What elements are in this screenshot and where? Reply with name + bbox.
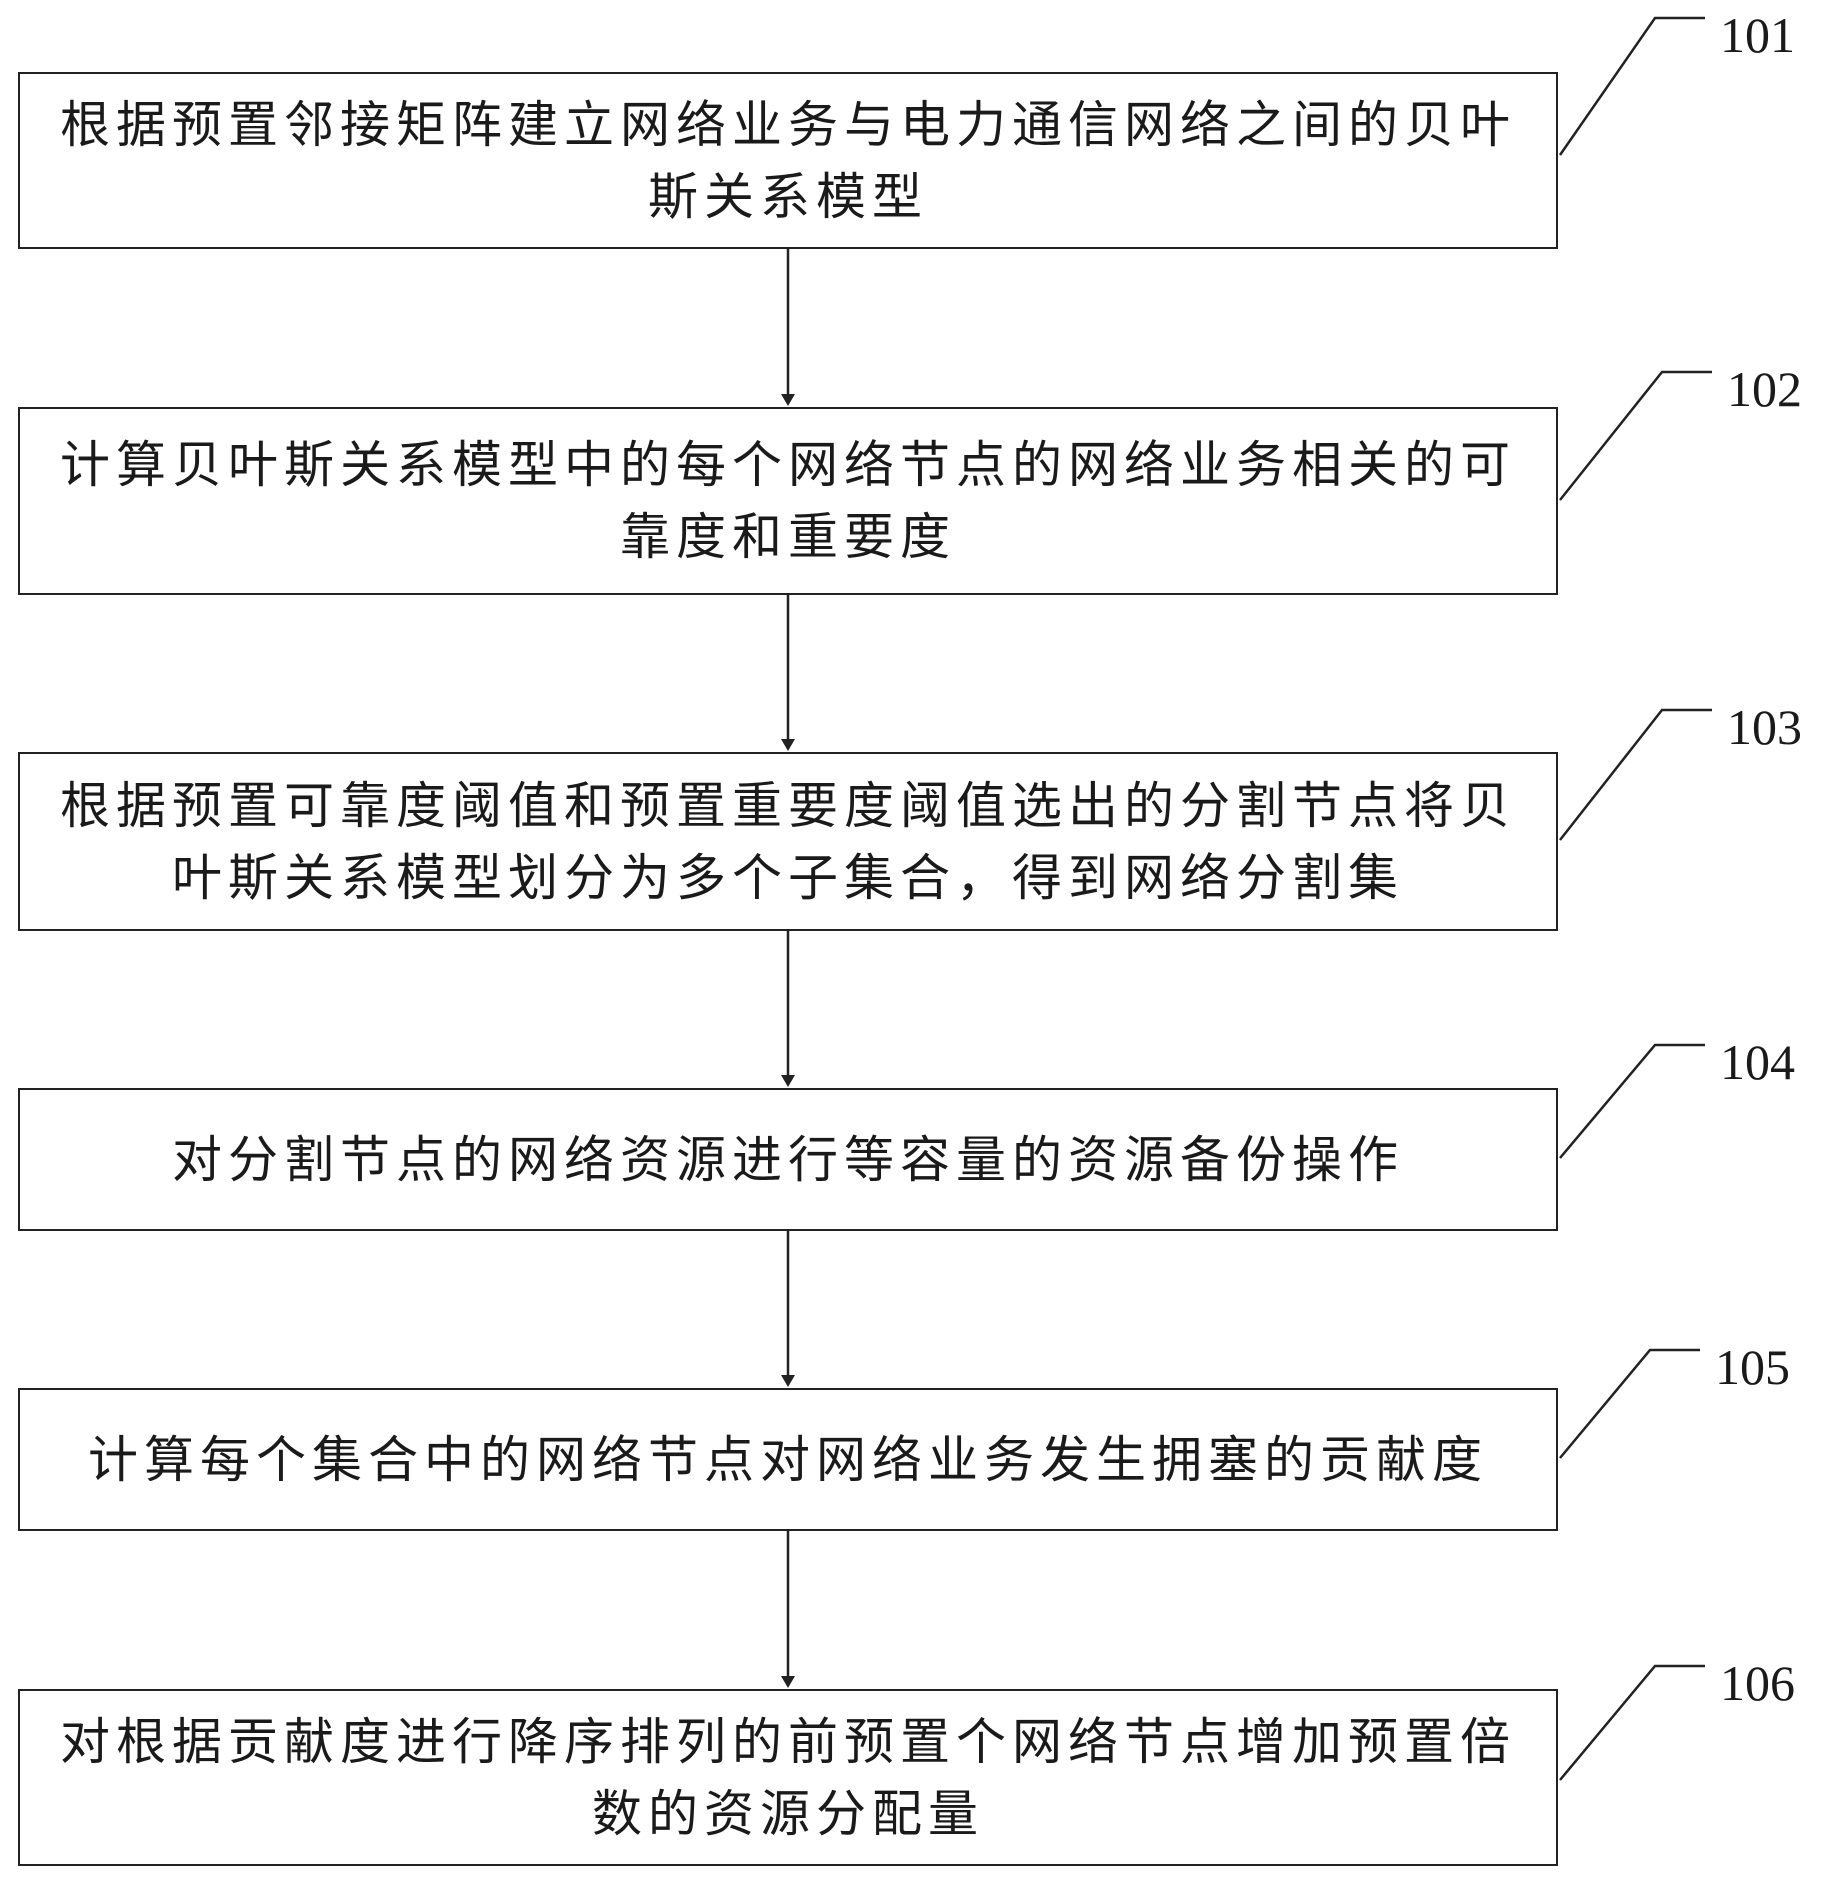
step-box-104: 对分割节点的网络资源进行等容量的资源备份操作 [18,1088,1558,1231]
leader-line-104 [1559,1043,1705,1159]
step-label-105: 105 [1715,1339,1790,1395]
step-text-106: 对根据贡献度进行降序排列的前预置个网络节点增加预置倍数的资源分配量 [60,1712,1516,1843]
step-box-105: 计算每个集合中的网络节点对网络业务发生拥塞的贡献度 [18,1388,1558,1531]
step-text-103: 根据预置可靠度阈值和预置重要度阈值选出的分割节点将贝叶斯关系模型划分为多个子集合… [60,776,1516,907]
step-label-103: 103 [1727,699,1802,755]
step-label-101: 101 [1720,7,1795,63]
step-text-104: 对分割节点的网络资源进行等容量的资源备份操作 [172,1130,1404,1189]
step-text-101: 根据预置邻接矩阵建立网络业务与电力通信网络之间的贝叶斯关系模型 [60,95,1516,226]
leader-line-106 [1559,1664,1705,1781]
leader-line-103 [1559,708,1712,841]
step-label-104: 104 [1720,1034,1795,1090]
step-text-102: 计算贝叶斯关系模型中的每个网络节点的网络业务相关的可靠度和重要度 [60,436,1516,566]
step-label-106: 106 [1720,1655,1795,1711]
leader-line-101 [1558,16,1705,156]
step-label-102: 102 [1727,361,1802,417]
step-box-101: 根据预置邻接矩阵建立网络业务与电力通信网络之间的贝叶斯关系模型 [18,72,1558,249]
step-box-103: 根据预置可靠度阈值和预置重要度阈值选出的分割节点将贝叶斯关系模型划分为多个子集合… [18,752,1558,931]
step-text-105: 计算每个集合中的网络节点对网络业务发生拥塞的贡献度 [88,1430,1488,1489]
step-box-102: 计算贝叶斯关系模型中的每个网络节点的网络业务相关的可靠度和重要度 [18,407,1558,595]
leader-line-102 [1559,370,1712,501]
step-box-106: 对根据贡献度进行降序排列的前预置个网络节点增加预置倍数的资源分配量 [18,1689,1558,1866]
leader-line-105 [1559,1348,1700,1459]
